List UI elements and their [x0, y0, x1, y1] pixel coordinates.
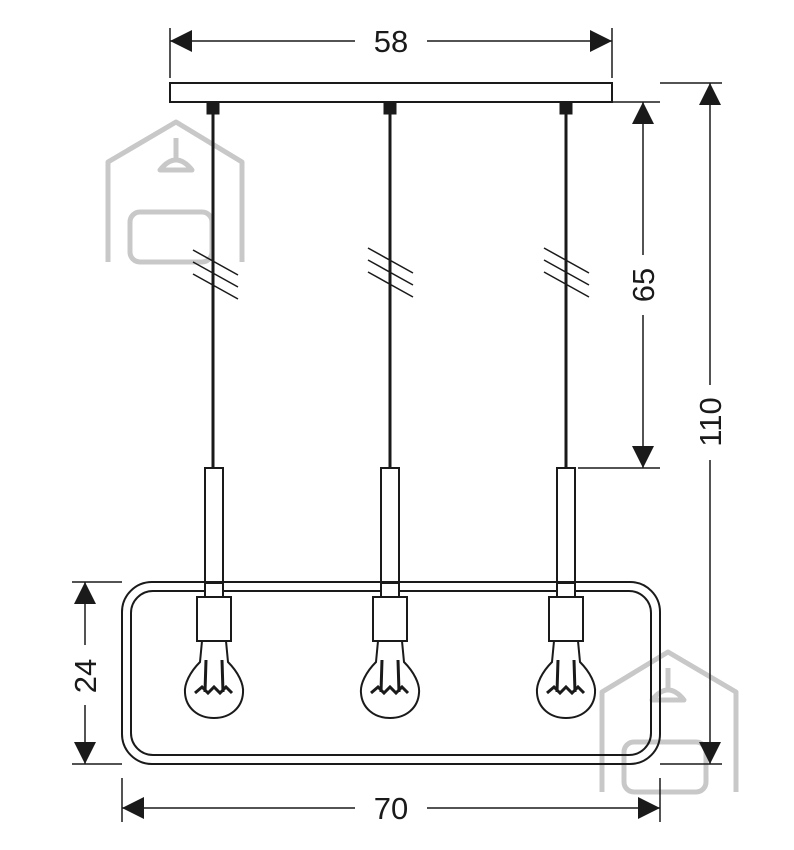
light-bulb-right: [535, 640, 597, 720]
dimension-label-frame-height: 24: [68, 659, 103, 693]
suspension-cable-left: [192, 101, 239, 584]
dimension-label-total-height: 110: [693, 397, 728, 446]
dimension-canopy-width: [169, 28, 613, 78]
light-bulb-left: [183, 640, 245, 720]
bulb-socket-center: [372, 582, 408, 642]
dimension-cable-length: [578, 101, 660, 469]
suspension-cable-center: [367, 101, 414, 584]
light-bulb-center: [359, 640, 421, 720]
dimension-label-canopy-width: 58: [374, 24, 408, 59]
suspension-cable-right: [543, 101, 590, 584]
dimension-label-frame-width: 70: [374, 791, 408, 826]
dimension-total-height: [660, 82, 722, 765]
ceiling-canopy: [169, 82, 613, 103]
dimension-label-cable-length: 65: [626, 268, 661, 302]
bulb-socket-right: [548, 582, 584, 642]
dimension-frame-height: [72, 581, 122, 765]
dimension-frame-width: [121, 778, 661, 822]
house-lamp-watermark-icon: [599, 649, 739, 795]
house-lamp-watermark-icon: [105, 119, 245, 265]
